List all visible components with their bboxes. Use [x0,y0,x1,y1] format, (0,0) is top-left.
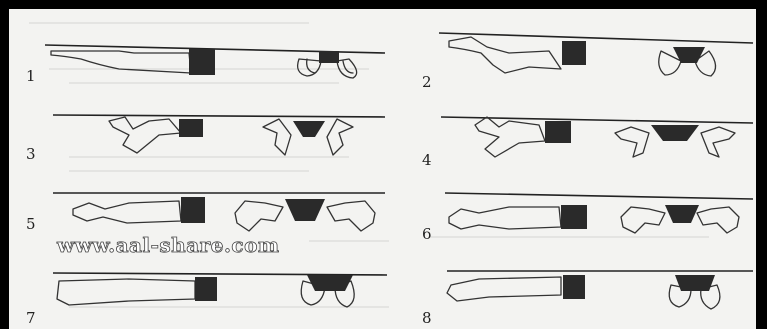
water-line [439,33,753,43]
phase-8: 8 [422,271,753,327]
swimmer-side-view [449,205,587,229]
swimmer-side-view [57,277,217,305]
phase-3: 3 [26,115,385,163]
water-line [53,115,385,117]
breaststroke-kick-phases-illustration: 1 2 [9,9,756,329]
swimmer-rear-view [263,119,353,155]
swimmer-rear-view [235,199,375,231]
phase-4: 4 [422,117,753,169]
swimmer-rear-view [621,205,739,233]
swimmer-rear-view [298,51,357,78]
swimmer-rear-view [669,275,720,309]
phase-6: 6 [422,193,753,243]
phase-number-4: 4 [422,151,432,169]
swimmer-side-view [449,37,586,73]
phase-number-2: 2 [422,73,432,91]
background-text-lines [29,23,709,307]
phase-number-1: 1 [26,67,36,85]
phase-2: 2 [422,33,753,91]
swimmer-rear-view [659,47,716,76]
phase-5: 5 [26,193,385,233]
phase-7: 7 [26,273,387,327]
phase-number-8: 8 [422,309,432,327]
phase-number-3: 3 [26,145,36,163]
water-line [445,193,753,199]
phase-number-7: 7 [26,309,36,327]
swimmer-rear-view [615,125,735,157]
water-line [53,273,387,275]
swimmer-side-view [447,275,585,301]
swimmer-side-view [475,117,571,157]
phase-number-6: 6 [422,225,432,243]
swimmer-side-view [73,197,205,223]
swimmer-side-view [109,117,203,153]
swimmer-rear-view [301,275,354,307]
illustration-sheet: 1 2 [9,9,756,329]
phase-1: 1 [26,45,385,85]
swimmer-side-view [51,49,215,75]
watermark-text: www.aal-share.com [56,233,280,257]
phase-number-5: 5 [26,215,36,233]
